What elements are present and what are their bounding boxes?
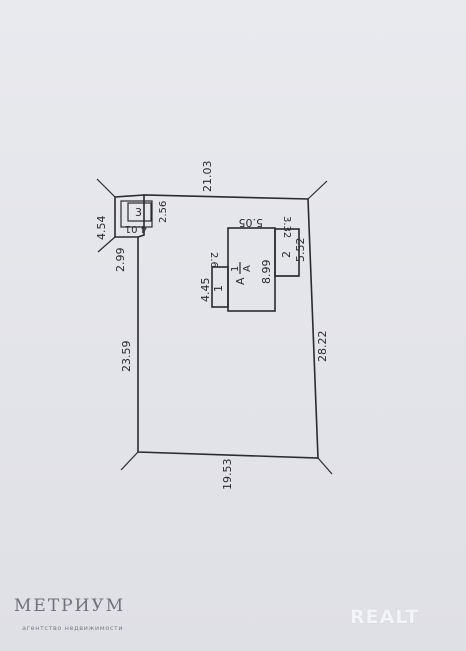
dim-east: 28.22 bbox=[316, 331, 329, 363]
shed-3-label: 3 bbox=[135, 206, 142, 219]
dim-north: 21.03 bbox=[201, 161, 214, 193]
brand-tagline: агентство недвижимости bbox=[22, 624, 124, 632]
shed-3 bbox=[120, 200, 153, 228]
plot-notch bbox=[114, 197, 138, 238]
shed-3-dim: 2.56 bbox=[158, 201, 169, 223]
annex-1 bbox=[211, 266, 229, 308]
annex-2 bbox=[274, 228, 300, 277]
dim-west-upper: 2.99 bbox=[114, 248, 127, 273]
annex-2-width: 3.32 bbox=[281, 216, 292, 238]
annex-2-label: 2 bbox=[280, 251, 293, 258]
house-a-frac-den: А bbox=[242, 265, 253, 272]
annex-1-depth: 4.45 bbox=[199, 278, 212, 303]
shed-3-inner bbox=[127, 202, 152, 222]
annex-1-width: 2.6 bbox=[208, 252, 219, 268]
corner-tick-nw bbox=[96, 178, 116, 198]
house-a-width: 5.05 bbox=[239, 216, 264, 229]
brand-logo: МЕТРИУМ bbox=[14, 596, 126, 616]
dim-west-lower: 23.59 bbox=[120, 341, 133, 373]
house-a-frac-num: 1 bbox=[230, 266, 241, 272]
dim-notch: 4.54 bbox=[95, 216, 108, 241]
house-a-depth: 8.99 bbox=[260, 260, 273, 285]
realt-watermark: REALT bbox=[350, 606, 420, 628]
corner-tick-ne bbox=[307, 180, 328, 200]
house-a-letter: А bbox=[234, 277, 247, 285]
corner-tick-w bbox=[97, 236, 116, 253]
notch-cap bbox=[114, 194, 145, 198]
annex-2-depth: 5.52 bbox=[294, 238, 307, 263]
dim-south: 19.53 bbox=[221, 459, 234, 491]
annex-1-label: 1 bbox=[212, 285, 225, 292]
corner-tick-sw bbox=[120, 451, 139, 471]
corner-tick-se bbox=[317, 457, 333, 475]
dim-notch-small: 4.01 bbox=[125, 223, 147, 234]
